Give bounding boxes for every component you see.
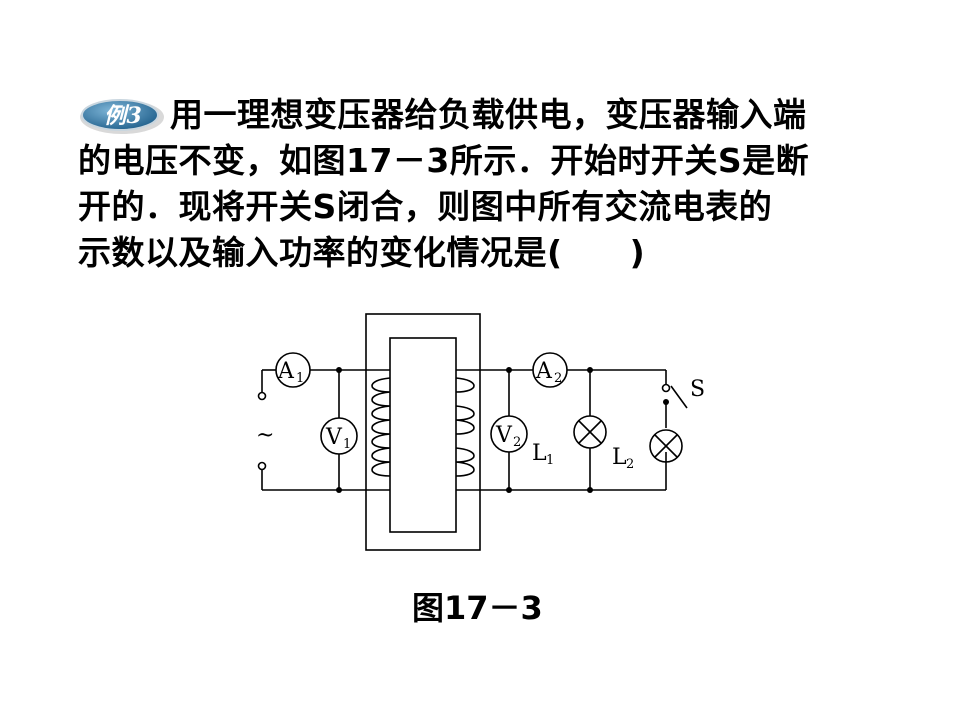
- voltmeter-v1-sub: 1: [343, 437, 351, 452]
- ac-source-symbol: ~: [256, 423, 274, 448]
- primary-coil: [371, 377, 391, 477]
- switch-label: S: [690, 377, 705, 402]
- transformer-core-outer: [365, 313, 481, 551]
- badge-label: 例3: [104, 102, 143, 129]
- question-line-1: 例3 用一理想变压器给负载供电，变压器输入端: [78, 92, 898, 138]
- transformer-core-inner: [389, 337, 457, 533]
- question-line-4: 示数以及输入功率的变化情况是( ): [78, 233, 646, 272]
- question-line-3: 开的．现将开关S闭合，则图中所有交流电表的: [78, 187, 773, 226]
- ammeter-a1: [275, 352, 311, 388]
- ammeter-a2: [532, 352, 568, 388]
- junction-dot: [336, 487, 342, 493]
- voltmeter-v2-letter: V: [495, 423, 513, 448]
- example-badge: 例3: [78, 98, 166, 136]
- lamp-l2-letter: L: [612, 445, 627, 470]
- ammeter-a2-sub: 2: [554, 371, 562, 386]
- lamp-l1: [573, 415, 607, 449]
- voltmeter-v2-sub: 2: [513, 435, 521, 450]
- junction-dot: [587, 487, 593, 493]
- question-line-1-text: 用一理想变压器给负载供电，变压器输入端: [170, 95, 807, 134]
- secondary-coil: [455, 377, 475, 477]
- input-terminal-top: [257, 391, 267, 401]
- question-line-2: 的电压不变，如图17－3所示．开始时开关S是断: [78, 141, 810, 180]
- voltmeter-v1-letter: V: [325, 425, 343, 450]
- question-text: 例3 用一理想变压器给负载供电，变压器输入端 的电压不变，如图17－3所示．开始…: [78, 92, 898, 276]
- transformer-circuit-diagram: A 1 V 1 V 2 A 2 L 1 L 2 S ~: [256, 313, 705, 551]
- voltmeter-v1: [320, 417, 358, 455]
- switch-contact-top: [661, 383, 671, 393]
- junction-dot: [506, 487, 512, 493]
- lamp-l2-sub: 2: [626, 457, 634, 472]
- lamp-l1-letter: L: [532, 441, 547, 466]
- ammeter-a1-letter: A: [277, 359, 295, 384]
- voltmeter-v2: [490, 415, 528, 453]
- junction-dot: [663, 399, 669, 405]
- junction-dot: [336, 367, 342, 373]
- junction-dot: [506, 367, 512, 373]
- input-terminal-bottom: [257, 461, 267, 471]
- ammeter-a1-sub: 1: [296, 371, 304, 386]
- ammeter-a2-letter: A: [535, 359, 553, 384]
- lamp-l2: [649, 429, 683, 463]
- figure-caption: 图17－3: [412, 589, 543, 627]
- lamp-l1-sub: 1: [546, 453, 554, 468]
- junction-dot: [587, 367, 593, 373]
- switch-blade: [670, 385, 688, 409]
